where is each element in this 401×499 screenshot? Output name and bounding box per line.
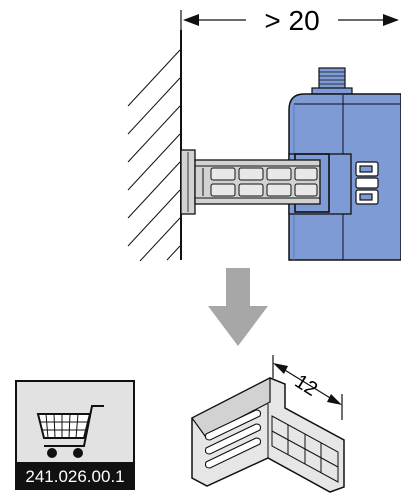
article-number-strip xyxy=(16,462,134,489)
bracket-part-slots xyxy=(204,409,262,469)
article-number: 241.026.00.1 xyxy=(25,467,124,486)
arrowhead-lower-icon xyxy=(327,394,342,405)
dimension-min-distance: > 20 xyxy=(180,5,399,36)
wall-hatching xyxy=(127,49,181,262)
bracket-part-flange-face xyxy=(191,377,271,437)
bracket-part-grid xyxy=(271,415,339,483)
bracket-part: 12 xyxy=(191,355,345,493)
shopping-cart-icon xyxy=(36,405,104,458)
min-distance-label: > 20 xyxy=(264,5,319,36)
tank-latch xyxy=(355,161,379,205)
down-arrow-icon xyxy=(208,268,268,346)
bracket-arm-slots xyxy=(210,167,318,197)
wall xyxy=(127,30,182,262)
arrowhead-right-icon xyxy=(383,14,399,26)
tank-threaded-fitting xyxy=(311,67,353,95)
arrowhead-upper-icon xyxy=(273,363,288,374)
wall-bracket-installed xyxy=(180,149,321,215)
arrowhead-left-icon xyxy=(183,14,199,26)
bracket-arm xyxy=(194,159,321,205)
bracket-width-label: 12 xyxy=(291,370,322,400)
accessory-badge: 241.026.00.1 xyxy=(15,380,135,490)
